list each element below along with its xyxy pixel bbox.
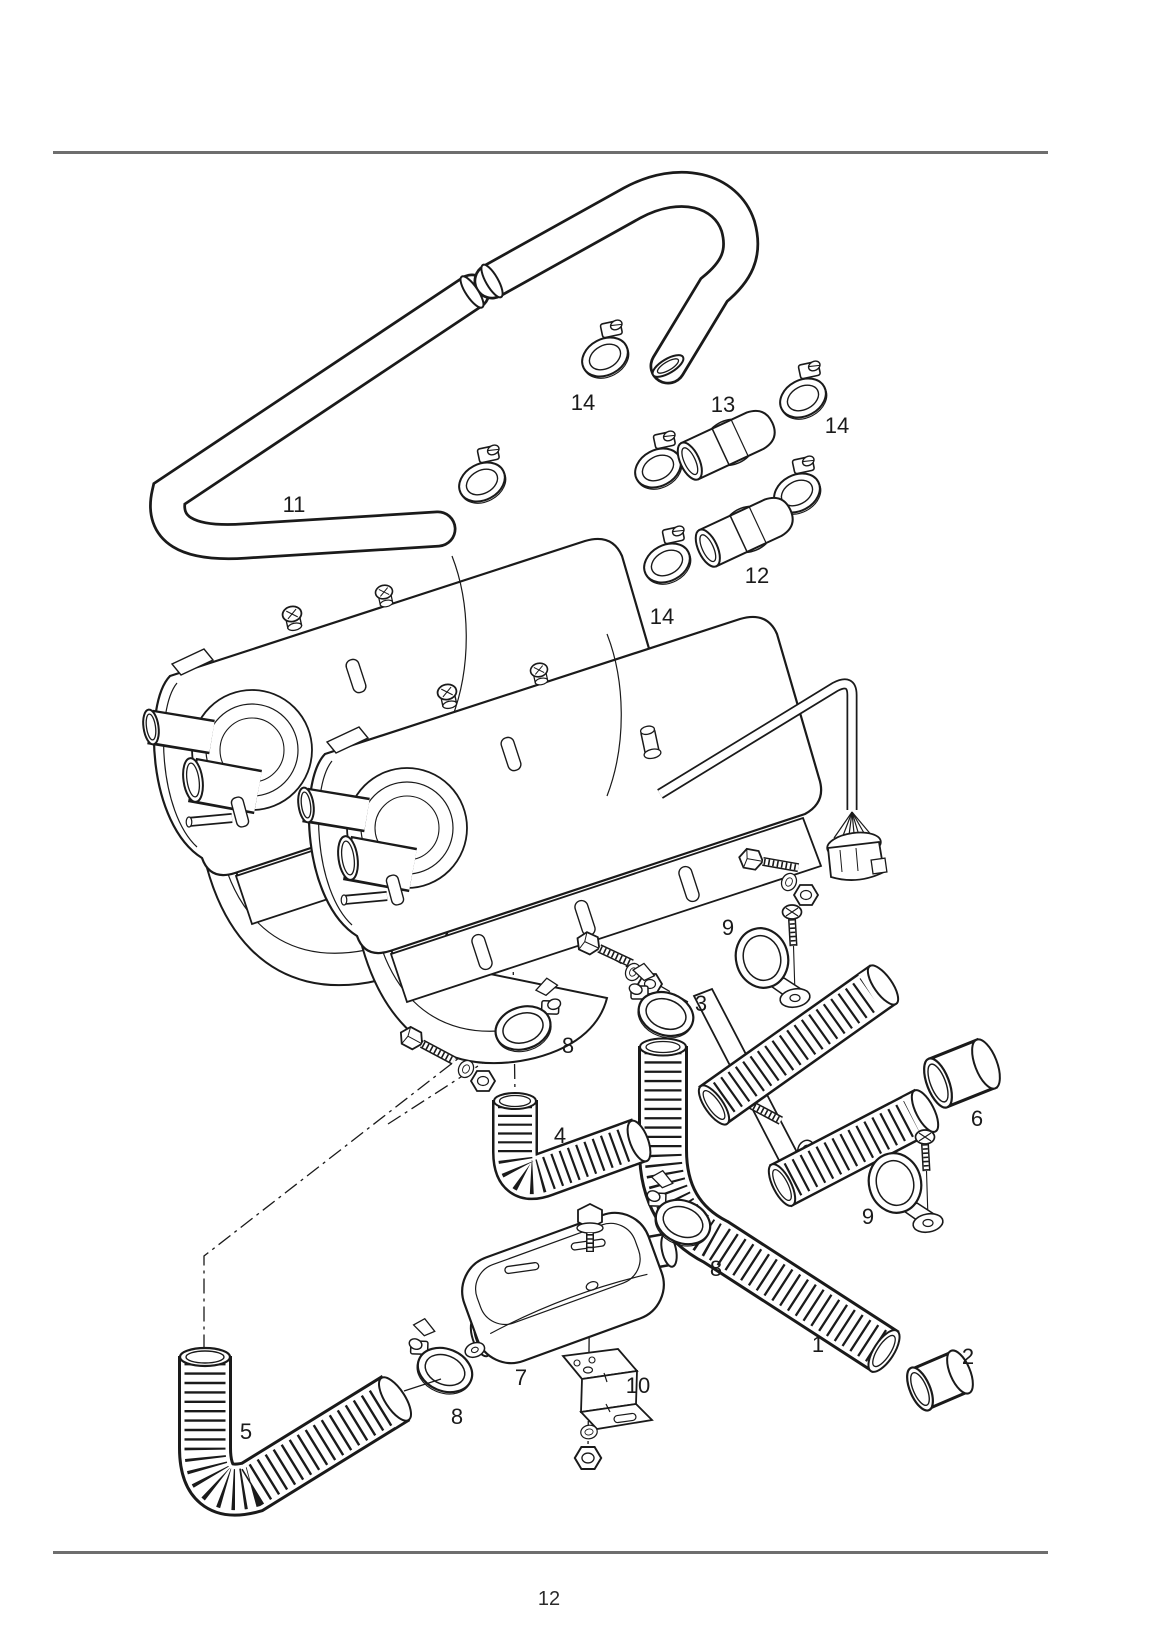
- bracket-10: [561, 1348, 654, 1430]
- exhaust-clamps: [392, 959, 726, 1403]
- muffler-bolt: [576, 1202, 604, 1252]
- elbow-hose-5: [178, 1346, 412, 1517]
- hoses: [178, 964, 1001, 1517]
- top-rule: [53, 151, 1048, 154]
- callout-2: 2: [962, 1344, 974, 1369]
- callout-labels: 14 13 14 11 12 14 9 3 8 6 4 9 8 1 2 7 10…: [240, 390, 983, 1444]
- formed-hose-11: [149, 170, 760, 561]
- sleeve-2: [906, 1349, 974, 1412]
- elbow-hose-4: [492, 1092, 652, 1200]
- callout-9b: 9: [862, 1204, 874, 1229]
- callout-13: 13: [711, 392, 735, 417]
- callout-14c: 14: [650, 604, 674, 629]
- callout-14a: 14: [571, 390, 595, 415]
- wiring-harness: [657, 678, 888, 881]
- callout-3: 3: [695, 991, 707, 1016]
- muffler-7: [461, 1211, 665, 1365]
- callout-1: 1: [812, 1332, 824, 1357]
- bottom-rule: [53, 1551, 1048, 1554]
- corrugated-hose-lower: [767, 1088, 940, 1208]
- hose-clamps-14: [445, 313, 841, 593]
- corrugated-hose-upper: [697, 964, 900, 1126]
- callout-4: 4: [554, 1123, 566, 1148]
- callout-9a: 9: [722, 915, 734, 940]
- callout-8b: 8: [451, 1404, 463, 1429]
- callout-8c: 8: [710, 1256, 722, 1281]
- callout-14b: 14: [825, 413, 849, 438]
- callout-11: 11: [283, 492, 306, 517]
- sleeve-6: [923, 1037, 1001, 1109]
- callout-10: 10: [626, 1373, 650, 1398]
- coupler-12: [688, 488, 801, 574]
- callout-7: 7: [515, 1365, 527, 1390]
- callout-12: 12: [745, 563, 769, 588]
- callout-5: 5: [240, 1419, 252, 1444]
- clamp-9a: [730, 905, 812, 1009]
- page-number: 12: [538, 1588, 560, 1610]
- callout-8a: 8: [562, 1033, 574, 1058]
- muffler-assembly: [461, 1202, 678, 1470]
- callout-6: 6: [971, 1106, 983, 1131]
